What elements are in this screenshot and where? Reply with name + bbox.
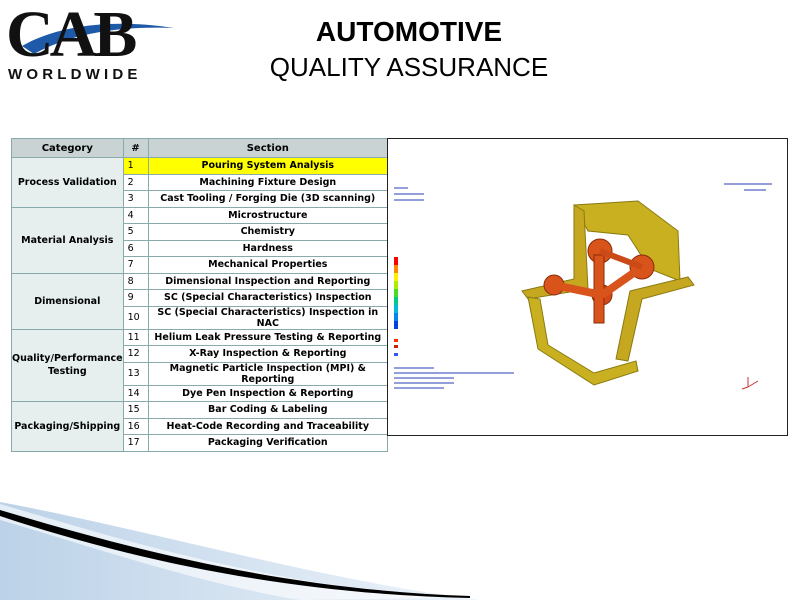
header-category: Category: [11, 138, 124, 158]
row-number: 16: [122, 417, 149, 435]
row-number: 10: [122, 305, 149, 330]
section-cell: SC (Special Characteristics) Inspection: [147, 289, 389, 307]
table-row: Dimensional 8 Dimensional Inspection and…: [11, 272, 389, 330]
qa-table: Category # Section Process Validation 1 …: [11, 138, 389, 452]
row-number: 1: [122, 157, 149, 175]
cab-logo: CAB WORLDWIDE: [4, 2, 176, 86]
table-row: 17 Packaging Verification: [12, 434, 389, 452]
section-cell: Helium Leak Pressure Testing & Reporting: [147, 328, 389, 346]
table-header-row: Category # Section: [11, 138, 389, 158]
section-cell: Chemistry: [147, 223, 389, 241]
category-cell: Dimensional: [11, 272, 124, 330]
row-number: 9: [122, 289, 149, 307]
table-row: 7 Mechanical Properties: [12, 256, 389, 274]
row-number: 4: [122, 206, 149, 224]
axis-triad: [741, 377, 759, 390]
casting-risers: [543, 238, 655, 324]
section-cell: Dye Pen Inspection & Reporting: [147, 384, 389, 402]
section-cell: Mechanical Properties: [147, 256, 389, 274]
row-number: 11: [122, 328, 149, 346]
simulation-annotations: [394, 183, 772, 389]
color-scale-legend: [394, 257, 398, 356]
section-cell: Microstructure: [147, 206, 389, 224]
table-row: 13 Magnetic Particle Inspection (MPI) & …: [12, 361, 389, 386]
header-section: Section: [147, 138, 389, 158]
table-row: Packaging/Shipping 15 Bar Coding & Label…: [11, 401, 389, 452]
section-cell: X-Ray Inspection & Reporting: [147, 345, 389, 363]
logo-main-text: CAB: [6, 0, 137, 71]
row-number: 12: [122, 345, 149, 363]
table-row: 9 SC (Special Characteristics) Inspectio…: [12, 289, 389, 307]
section-cell: Bar Coding & Labeling: [147, 401, 389, 419]
row-number: 8: [122, 272, 149, 290]
table-row: 2 Machining Fixture Design: [12, 173, 389, 191]
section-cell: Cast Tooling / Forging Die (3D scanning): [147, 190, 389, 208]
logo-sub-text: WORLDWIDE: [8, 66, 142, 83]
row-number: 17: [122, 434, 149, 452]
row-number: 5: [122, 223, 149, 241]
table-row: Process Validation 1 Pouring System Anal…: [11, 157, 389, 208]
category-cell: Packaging/Shipping: [11, 401, 124, 452]
category-cell: Process Validation: [11, 157, 124, 208]
logo-swoosh: [22, 23, 174, 54]
section-cell: Pouring System Analysis: [147, 157, 389, 175]
row-number: 7: [122, 256, 149, 274]
casting-render: [394, 183, 772, 390]
section-cell: Hardness: [147, 239, 389, 257]
row-number: 2: [122, 173, 149, 191]
category-cell: Quality/Performance Testing: [11, 328, 124, 402]
page-title: AUTOMOTIVE: [315, 16, 503, 47]
table-row: 10 SC (Special Characteristics) Inspecti…: [12, 305, 389, 330]
row-number: 3: [122, 190, 149, 208]
table-row: 12 X-Ray Inspection & Reporting: [12, 345, 389, 363]
table-row: 14 Dye Pen Inspection & Reporting: [12, 384, 389, 402]
section-cell: Packaging Verification: [147, 434, 389, 452]
section-cell: SC (Special Characteristics) Inspection …: [147, 305, 389, 330]
table-row: Quality/Performance Testing 11 Helium Le…: [11, 328, 389, 402]
row-number: 13: [122, 361, 149, 386]
section-cell: Machining Fixture Design: [147, 173, 389, 191]
header-num: #: [122, 138, 149, 158]
section-cell: Magnetic Particle Inspection (MPI) & Rep…: [147, 361, 389, 386]
section-cell: Dimensional Inspection and Reporting: [147, 272, 389, 290]
row-number: 6: [122, 239, 149, 257]
table-row: 16 Heat-Code Recording and Traceability: [12, 417, 389, 435]
pouring-simulation-image: [387, 138, 788, 436]
page-subtitle: QUALITY ASSURANCE: [269, 52, 549, 82]
category-cell: Material Analysis: [11, 206, 124, 274]
section-cell: Heat-Code Recording and Traceability: [147, 417, 389, 435]
decorative-swoosh: [0, 502, 480, 600]
row-number: 14: [122, 384, 149, 402]
table-row: Material Analysis 4 Microstructure: [11, 206, 389, 274]
row-number: 15: [122, 401, 149, 419]
table-row: 3 Cast Tooling / Forging Die (3D scannin…: [12, 190, 389, 208]
